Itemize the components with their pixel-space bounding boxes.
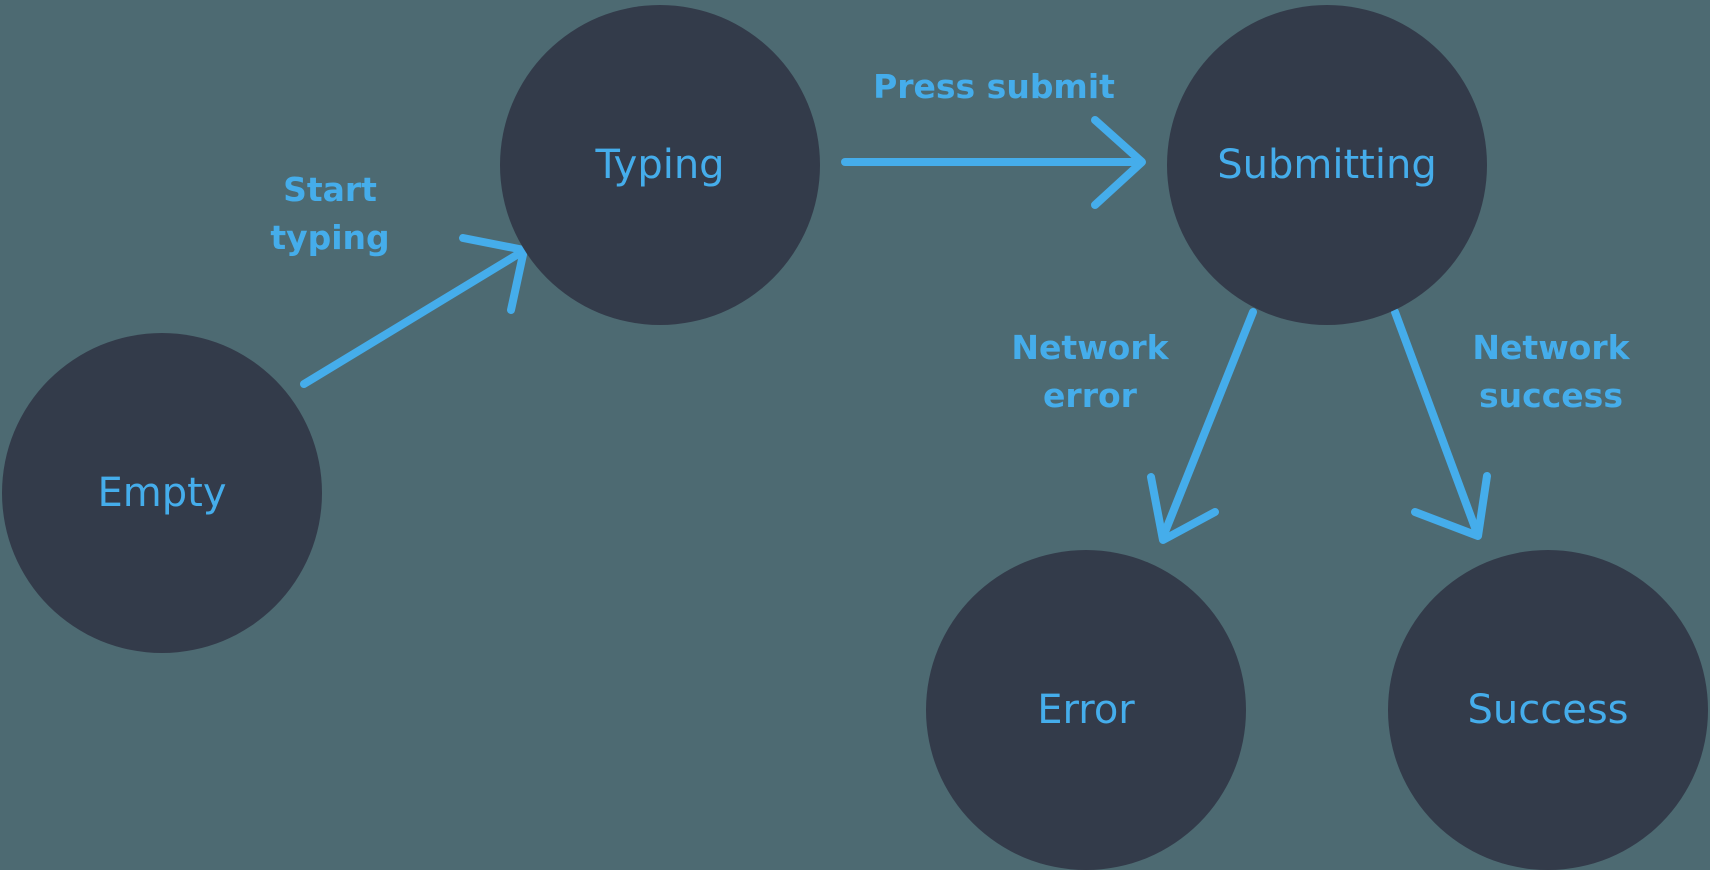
arrowhead-icon bbox=[1147, 473, 1219, 544]
edge-submitting-to-success bbox=[1391, 308, 1491, 540]
node-label: Error bbox=[1037, 687, 1135, 733]
edge-label-line: Press submit bbox=[873, 67, 1115, 106]
edge-line bbox=[300, 249, 524, 388]
edge-label-line: error bbox=[1043, 376, 1138, 415]
node-circle[interactable] bbox=[1167, 5, 1487, 325]
node-circle[interactable] bbox=[500, 5, 820, 325]
edge-typing-to-submitting bbox=[841, 116, 1146, 209]
node-label: Typing bbox=[594, 142, 724, 188]
edge-label-line: typing bbox=[270, 218, 389, 257]
node-label: Success bbox=[1467, 687, 1628, 733]
edge-label-submitting-to-error: Network error bbox=[1011, 328, 1169, 415]
edge-label-typing-to-submitting: Press submit bbox=[873, 67, 1115, 106]
edge-submitting-to-error bbox=[1147, 308, 1257, 544]
state-node-submitting[interactable]: Submitting bbox=[1167, 5, 1487, 325]
state-node-empty[interactable]: Empty bbox=[2, 333, 322, 653]
edges-layer bbox=[300, 116, 1491, 544]
node-circle[interactable] bbox=[1388, 550, 1708, 870]
arrowhead-icon bbox=[1411, 472, 1491, 540]
state-node-typing[interactable]: Typing bbox=[500, 5, 820, 325]
arrowhead-icon bbox=[459, 234, 528, 314]
edge-label-line: Network bbox=[1472, 328, 1630, 367]
state-node-success[interactable]: Success bbox=[1388, 550, 1708, 870]
node-circle[interactable] bbox=[926, 550, 1246, 870]
edge-label-line: Network bbox=[1011, 328, 1169, 367]
edge-label-empty-to-typing: Start typing bbox=[270, 170, 389, 257]
edge-label-line: Start bbox=[283, 170, 377, 209]
node-circle[interactable] bbox=[2, 333, 322, 653]
node-label: Empty bbox=[98, 470, 227, 516]
arrowhead-icon bbox=[1091, 116, 1146, 209]
edge-line bbox=[1391, 308, 1481, 537]
edge-label-line: success bbox=[1479, 376, 1623, 415]
edge-label-submitting-to-success: Network success bbox=[1472, 328, 1630, 415]
edge-empty-to-typing bbox=[300, 234, 528, 388]
node-label: Submitting bbox=[1217, 142, 1436, 188]
edge-line bbox=[1159, 308, 1257, 541]
state-node-error[interactable]: Error bbox=[926, 550, 1246, 870]
